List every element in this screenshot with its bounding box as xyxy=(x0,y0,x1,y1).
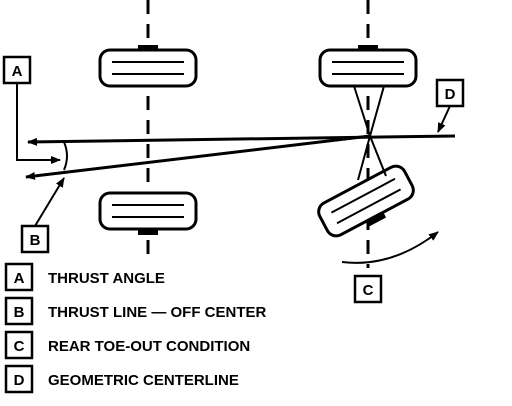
svg-text:D: D xyxy=(445,86,456,103)
legend-item-b: B THRUST LINE — OFF CENTER xyxy=(4,296,266,326)
legend-item-d: D GEOMETRIC CENTERLINE xyxy=(4,364,239,394)
thrust-line xyxy=(25,134,371,180)
svg-text:A: A xyxy=(14,270,25,287)
svg-text:B: B xyxy=(14,304,25,321)
callout-b: B xyxy=(20,177,65,254)
toe-projection-lines xyxy=(353,85,387,181)
svg-text:THRUST ANGLE: THRUST ANGLE xyxy=(48,270,165,287)
svg-text:D: D xyxy=(14,372,25,389)
geometric-centerline xyxy=(27,134,456,146)
svg-text:GEOMETRIC CENTERLINE: GEOMETRIC CENTERLINE xyxy=(48,372,239,389)
thrust-angle-arc xyxy=(63,141,68,171)
svg-text:REAR TOE-OUT CONDITION: REAR TOE-OUT CONDITION xyxy=(48,338,250,355)
tire-top-left xyxy=(98,45,198,88)
legend-item-c: C REAR TOE-OUT CONDITION xyxy=(4,330,250,360)
svg-text:THRUST LINE — OFF CENTER: THRUST LINE — OFF CENTER xyxy=(48,304,266,321)
callout-c: C xyxy=(341,231,439,304)
legend-item-a: A THRUST ANGLE xyxy=(4,262,165,292)
svg-text:B: B xyxy=(30,232,41,249)
svg-text:A: A xyxy=(12,63,23,80)
svg-text:C: C xyxy=(363,282,374,299)
tire-top-right xyxy=(318,45,418,88)
callout-a: A xyxy=(2,55,61,164)
svg-text:C: C xyxy=(14,338,25,355)
tire-bottom-right-toed-out xyxy=(317,164,415,238)
callout-d: D xyxy=(435,78,465,133)
tire-bottom-left xyxy=(98,191,198,235)
legend: A THRUST ANGLE B THRUST LINE — OFF CENTE… xyxy=(4,262,266,394)
